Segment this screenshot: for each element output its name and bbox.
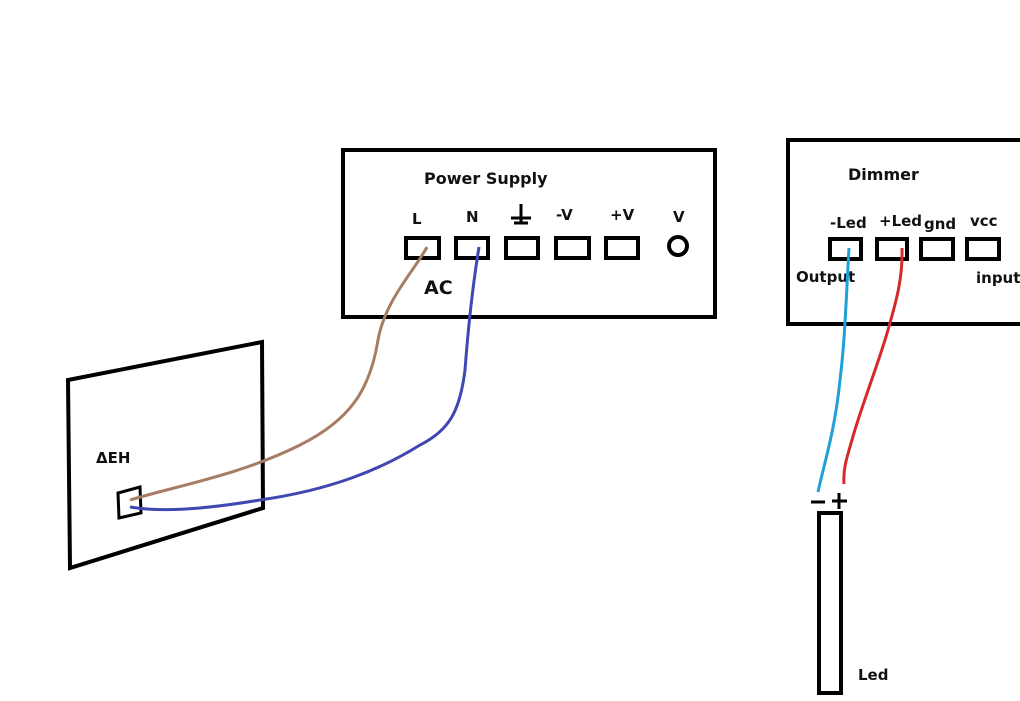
wall-outlet-label: ΔΕΗ	[96, 449, 130, 467]
terminal-plus-led	[875, 237, 909, 261]
terminal-label-vcc: vcc	[970, 212, 998, 230]
terminal-gnd	[919, 237, 955, 261]
power-supply-title: Power Supply	[424, 169, 548, 188]
led-body	[817, 511, 843, 695]
terminal-v-adjust	[667, 235, 689, 257]
terminal-l	[404, 236, 441, 260]
terminal-label-minus-led: -Led	[830, 214, 867, 232]
terminal-label-plus-led: +Led	[879, 212, 922, 230]
terminal-label-n: N	[466, 208, 479, 226]
dimmer-title: Dimmer	[848, 165, 919, 184]
dimmer-box	[786, 138, 1020, 326]
terminal-vcc	[965, 237, 1001, 261]
power-supply: Power Supply L N -V +V V AC	[341, 148, 717, 319]
terminal-label-v: V	[673, 208, 685, 226]
led-label: Led	[858, 666, 888, 684]
led-plus-sign	[832, 493, 847, 509]
dimmer: Dimmer -Led +Led gnd vcc Output input	[786, 138, 1020, 326]
terminal-label-plus-v: +V	[610, 206, 635, 224]
terminal-n	[454, 236, 490, 260]
led-negative-wire	[816, 247, 851, 493]
terminal-label-gnd: gnd	[924, 215, 956, 233]
terminal-minus-v	[554, 236, 591, 260]
neutral-wire	[129, 246, 481, 512]
ground-icon	[511, 204, 531, 225]
input-label: input	[976, 269, 1020, 287]
ac-label: AC	[424, 277, 453, 299]
led-positive-wire	[842, 247, 904, 485]
terminal-minus-led	[828, 237, 863, 261]
power-supply-box	[341, 148, 717, 319]
wall-plate	[65, 339, 266, 571]
terminal-label-minus-v: -V	[556, 206, 573, 224]
terminal-ground	[504, 236, 540, 260]
led-strip: Led	[811, 493, 888, 695]
outlet-socket	[116, 485, 143, 520]
wall-outlet: ΔΕΗ	[65, 339, 266, 571]
output-label: Output	[796, 268, 855, 286]
terminal-plus-v	[604, 236, 640, 260]
terminal-label-l: L	[412, 210, 422, 228]
live-wire	[129, 246, 429, 502]
